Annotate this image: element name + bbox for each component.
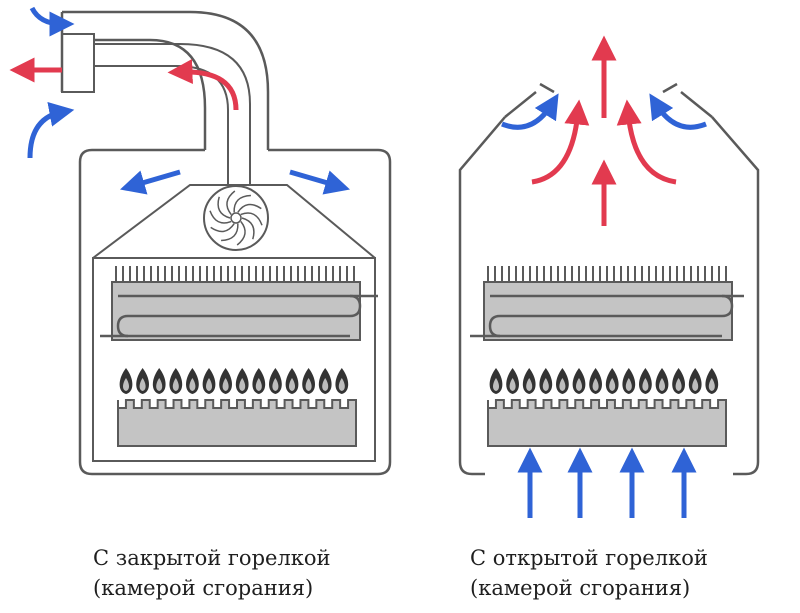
fan-blade [209, 210, 232, 224]
closed-inner-chamber [92, 257, 376, 462]
air-arrow-inside-right [289, 169, 350, 195]
flue-pipe-outer [62, 38, 207, 150]
flame-icon [572, 368, 586, 394]
flue-pipe-inner [94, 65, 229, 186]
closed-hood [92, 184, 376, 259]
flame-icon [489, 368, 503, 394]
flame-icon [589, 368, 602, 394]
air-arrow-hood-left [501, 93, 559, 130]
flame-icon [152, 368, 166, 394]
flame-icon [186, 368, 199, 394]
flame-row [119, 368, 349, 394]
fan-blade [233, 194, 251, 213]
flame-icon [318, 368, 332, 394]
flame-icon [285, 368, 299, 394]
flame-icon [522, 368, 536, 394]
flame-icon [605, 368, 619, 394]
air-intake-arrow-bottom [27, 102, 75, 159]
burner-icon [487, 399, 727, 447]
open-housing-left [458, 116, 506, 476]
flame-icon [269, 368, 282, 394]
heat-exchanger-icon [100, 266, 378, 341]
caption-open-line1: С открытой горелкой [470, 546, 708, 570]
fan-blade [221, 223, 239, 242]
flame-icon [688, 368, 702, 394]
flame-icon [622, 368, 636, 394]
heat-exchanger-icon [470, 266, 744, 341]
caption-open-line2: (камерой сгорания) [470, 576, 691, 600]
fan-icon [203, 185, 269, 251]
flame-icon [556, 368, 569, 394]
fan-blade [240, 212, 263, 226]
fan-blade [237, 203, 262, 213]
flue-pipe-cap [61, 33, 95, 93]
air-arrow-inside-left [120, 169, 181, 195]
fan-blade [210, 223, 235, 233]
flame-icon [335, 368, 349, 394]
fan-blade [226, 190, 236, 215]
flame-icon [655, 368, 669, 394]
flame-icon [672, 368, 685, 394]
flame-icon [235, 368, 249, 394]
open-housing-right [711, 116, 760, 476]
closed-boiler [9, 6, 392, 476]
caption-open-burner: С открытой горелкой (камерой сгорания) [470, 543, 708, 603]
flame-icon [705, 368, 719, 394]
flame-row [489, 368, 719, 394]
closed-housing [78, 148, 392, 476]
air-arrow-hood-right [649, 93, 707, 130]
fan-blade [241, 217, 255, 240]
flue-gas-arrow [167, 59, 239, 111]
flame-icon [639, 368, 652, 394]
flue-gas-arrow-left [531, 99, 590, 185]
flue-gas-arrow-right [616, 99, 677, 185]
flame-icon [539, 368, 553, 394]
flame-icon [169, 368, 183, 394]
caption-closed-burner: С закрытой горелкой (камерой сгорания) [93, 543, 331, 603]
air-intake-arrow-top [29, 6, 75, 37]
flame-icon [119, 368, 133, 394]
flame-icon [302, 368, 315, 394]
flame-icon [219, 368, 232, 394]
open-boiler [458, 35, 760, 518]
fan-blade [217, 196, 231, 219]
flame-icon [252, 368, 266, 394]
caption-closed-line2: (камерой сгорания) [93, 576, 314, 600]
fan-blade [236, 221, 246, 246]
flame-icon [506, 368, 519, 394]
caption-closed-line1: С закрытой горелкой [93, 546, 331, 570]
flame-icon [136, 368, 149, 394]
burner-icon [117, 399, 357, 447]
flame-icon [202, 368, 216, 394]
